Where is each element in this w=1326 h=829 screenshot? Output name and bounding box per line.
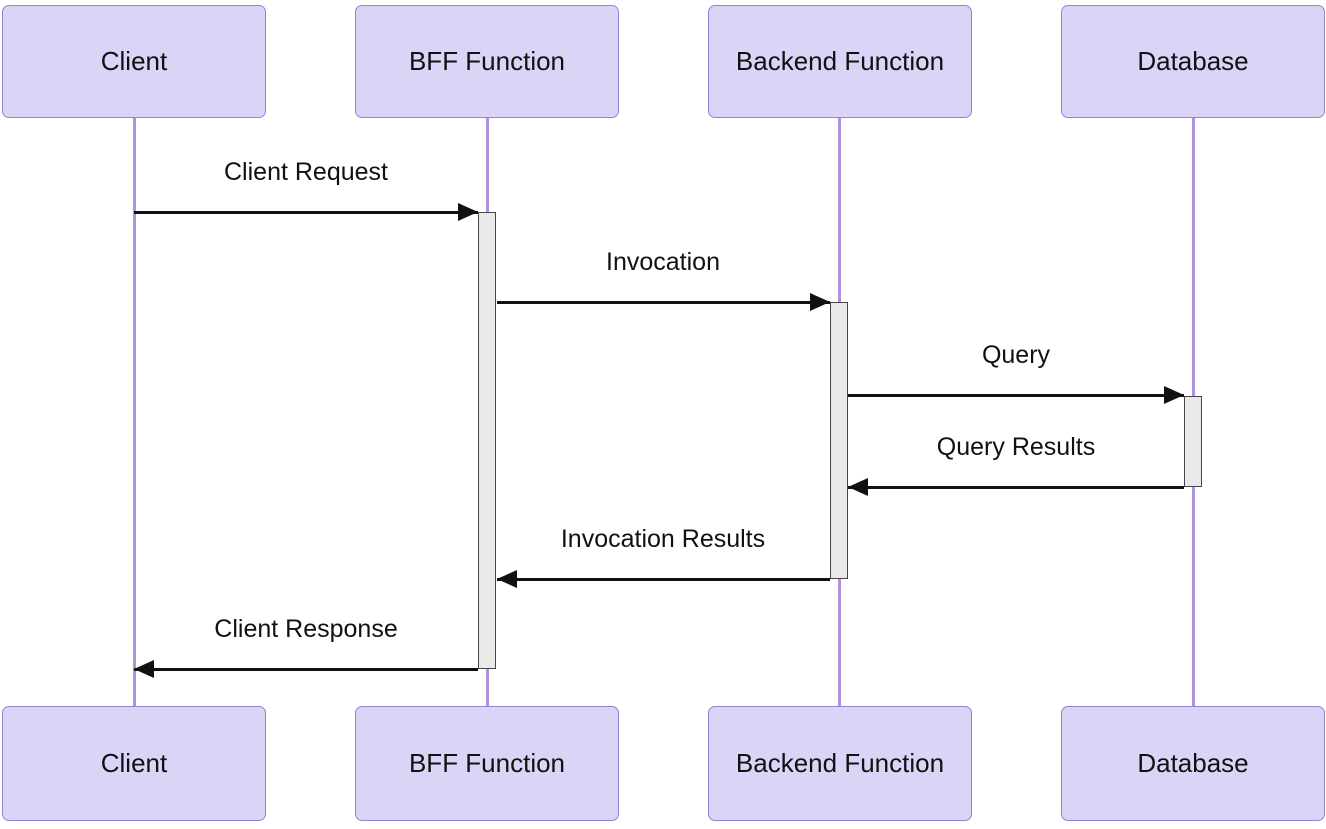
- arrowhead-right-icon: [458, 203, 478, 221]
- arrowhead-right-icon: [810, 293, 830, 311]
- participant-label: Client: [100, 748, 168, 778]
- message-line: [134, 211, 478, 214]
- arrowhead-left-icon: [134, 660, 154, 678]
- participant-top-database: Database: [1061, 5, 1325, 118]
- participant-label: Client: [100, 46, 168, 76]
- message-label: Query Results: [936, 433, 1096, 461]
- participant-top-client: Client: [2, 5, 266, 118]
- message-line: [848, 486, 1184, 489]
- participant-label: Database: [1137, 46, 1249, 76]
- lifeline-client: [133, 117, 136, 707]
- participant-label: Database: [1137, 748, 1249, 778]
- arrowhead-left-icon: [848, 478, 868, 496]
- activation-bar-backend-function: [830, 302, 848, 579]
- arrowhead-left-icon: [497, 570, 517, 588]
- participant-top-backend-function: Backend Function: [708, 5, 972, 118]
- message-line: [497, 578, 830, 581]
- activation-bar-database: [1184, 396, 1202, 487]
- participant-bottom-bff-function: BFF Function: [355, 706, 619, 821]
- message-label: Client Response: [214, 615, 398, 643]
- message-label: Client Request: [224, 158, 388, 186]
- participant-bottom-database: Database: [1061, 706, 1325, 821]
- participant-label: Backend Function: [735, 748, 945, 778]
- participant-label: BFF Function: [408, 46, 566, 76]
- arrowhead-right-icon: [1164, 386, 1184, 404]
- participant-label: Backend Function: [735, 46, 945, 76]
- message-label: Query: [981, 341, 1051, 369]
- message-line: [134, 668, 478, 671]
- message-label: Invocation Results: [560, 525, 766, 553]
- participant-label: BFF Function: [408, 748, 566, 778]
- message-label: Invocation: [606, 248, 720, 276]
- participant-bottom-backend-function: Backend Function: [708, 706, 972, 821]
- message-line: [497, 301, 830, 304]
- participant-bottom-client: Client: [2, 706, 266, 821]
- activation-bar-bff-function: [478, 212, 496, 669]
- participant-top-bff-function: BFF Function: [355, 5, 619, 118]
- message-line: [848, 394, 1184, 397]
